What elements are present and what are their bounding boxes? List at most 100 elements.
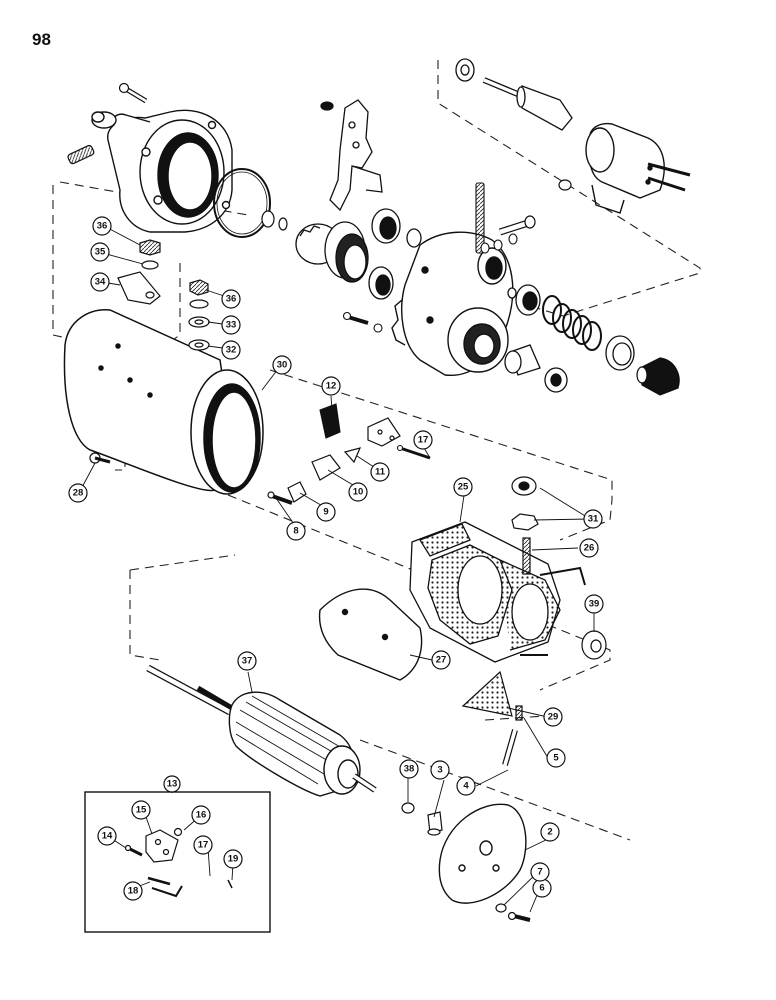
callout-15: 15 <box>131 800 151 820</box>
callout-number: 2 <box>547 827 552 838</box>
pinion-drive <box>295 221 369 283</box>
callout-17a: 17 <box>413 430 433 450</box>
callout-39: 39 <box>584 594 604 614</box>
inset-box-13 <box>84 791 271 933</box>
callout-number: 36 <box>226 294 237 305</box>
callout-10: 10 <box>348 482 368 502</box>
terminal-nut <box>558 179 572 191</box>
plunger-cap <box>636 357 680 396</box>
callout-markers: 2 3 4 5 6 7 8 9 10 11 12 13 14 15 16 17 … <box>68 216 604 901</box>
small-screw <box>67 144 95 165</box>
callout-number: 8 <box>293 526 298 537</box>
callout-number: 27 <box>436 655 447 666</box>
small-screws-center <box>342 311 383 333</box>
solenoid-washer <box>455 58 475 82</box>
callout-38: 38 <box>399 759 419 779</box>
callout-number: 30 <box>277 360 288 371</box>
o-ring <box>213 168 271 238</box>
callout-5: 5 <box>546 748 566 768</box>
bracket-34 <box>117 271 161 305</box>
callout-31: 31 <box>583 509 603 529</box>
parts-36-33-32 <box>188 279 210 351</box>
callout-29: 29 <box>543 707 563 727</box>
callout-number: 16 <box>196 810 207 821</box>
callout-34: 34 <box>90 272 110 292</box>
page-number: 98 <box>32 30 51 49</box>
field-coils <box>409 521 586 663</box>
callout-16: 16 <box>191 805 211 825</box>
callout-number: 25 <box>458 482 469 493</box>
brush-holder-10 <box>311 454 341 481</box>
spring-washers <box>507 284 635 371</box>
callout-number: 15 <box>136 805 147 816</box>
callout-2: 2 <box>540 822 560 842</box>
callout-number: 19 <box>228 854 239 865</box>
callout-number: 33 <box>226 320 237 331</box>
callout-number: 34 <box>95 277 106 288</box>
drive-housing <box>91 109 233 233</box>
callout-30: 30 <box>272 355 292 375</box>
small-rings <box>480 233 518 254</box>
callout-number: 17 <box>418 435 429 446</box>
callout-32: 32 <box>221 340 241 360</box>
callout-number: 4 <box>463 781 469 792</box>
callout-number: 31 <box>588 514 599 525</box>
callout-36a: 36 <box>92 216 112 236</box>
callout-36b: 36 <box>221 289 241 309</box>
nut-36 <box>139 239 161 256</box>
return-spring <box>542 295 602 351</box>
callout-number: 17 <box>198 840 209 851</box>
washer-7 <box>495 903 507 913</box>
callout-37: 37 <box>237 651 257 671</box>
callout-13: 13 <box>163 775 181 793</box>
brush-12 <box>319 403 341 439</box>
callout-number: 18 <box>128 886 139 897</box>
callout-12: 12 <box>321 376 341 396</box>
callout-11: 11 <box>370 462 390 482</box>
pole-shoe-27 <box>318 588 423 681</box>
bushings <box>504 344 568 393</box>
callout-number: 28 <box>73 488 84 499</box>
callout-number: 10 <box>353 487 364 498</box>
callout-33: 33 <box>221 315 241 335</box>
threaded-pin <box>475 182 485 254</box>
terminal-stud-26 <box>522 537 531 575</box>
callout-number: 32 <box>226 345 237 356</box>
screw-8 <box>267 491 293 505</box>
shift-lever <box>320 99 383 212</box>
insulator-29 <box>461 670 513 717</box>
washer-38 <box>401 802 415 814</box>
callout-27: 27 <box>431 650 451 670</box>
small-washers <box>261 210 288 231</box>
armature-37 <box>146 664 377 797</box>
callout-9: 9 <box>316 502 336 522</box>
callout-number: 26 <box>584 543 595 554</box>
callout-4: 4 <box>456 776 476 796</box>
callout-number: 9 <box>323 507 328 518</box>
callout-number: 5 <box>553 753 559 764</box>
washer-35 <box>141 260 159 270</box>
callout-number: 6 <box>539 883 544 894</box>
callout-14: 14 <box>97 826 117 846</box>
callout-number: 7 <box>537 867 542 878</box>
callout-28: 28 <box>68 483 88 503</box>
solenoid <box>585 122 691 214</box>
callout-number: 36 <box>97 221 108 232</box>
end-frame-2 <box>438 803 527 904</box>
callout-3: 3 <box>430 760 450 780</box>
callout-number: 38 <box>404 764 415 775</box>
inset-parts <box>124 827 233 898</box>
insulator-9 <box>287 481 307 503</box>
callout-25: 25 <box>453 477 473 497</box>
callout-number: 29 <box>548 712 559 723</box>
callout-35: 35 <box>90 242 110 262</box>
pivot-pin <box>498 215 536 236</box>
callout-number: 12 <box>326 381 337 392</box>
center-housing <box>391 231 514 376</box>
pin-17 <box>396 444 431 460</box>
bolt-6 <box>507 911 531 922</box>
spring-clip-11 <box>343 447 362 464</box>
callout-number: 35 <box>95 247 106 258</box>
pin-4-5 <box>502 705 523 766</box>
callout-26: 26 <box>579 538 599 558</box>
